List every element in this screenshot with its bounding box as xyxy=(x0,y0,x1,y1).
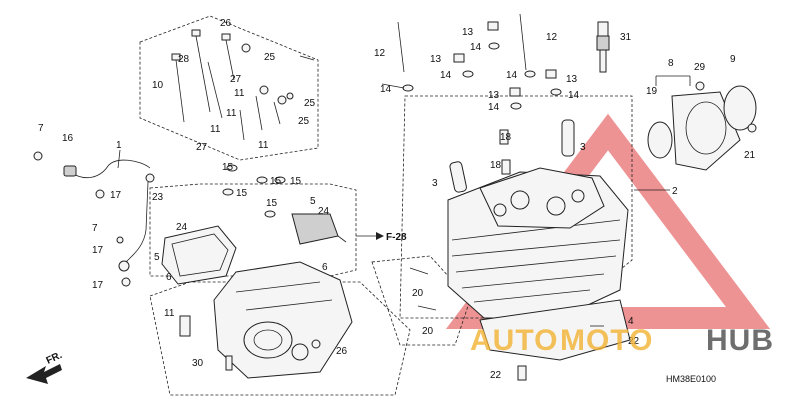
f28-arrow xyxy=(356,232,384,240)
label-15d: 15 xyxy=(236,188,248,199)
label-5a: 5 xyxy=(154,252,160,263)
label-20b: 20 xyxy=(422,326,434,337)
label-13b: 13 xyxy=(430,54,442,65)
label-11c: 11 xyxy=(210,124,221,135)
washers-15 xyxy=(222,164,286,218)
cylinder-head-cover xyxy=(161,213,347,285)
label-19: 19 xyxy=(646,86,658,97)
label-6b: 6 xyxy=(322,262,328,273)
dowel-group-box xyxy=(371,255,471,346)
callout-labels: 7 16 1 17 23 7 17 17 24 5 6 10 28 26 25 … xyxy=(38,18,756,381)
label-28: 28 xyxy=(178,54,190,65)
label-6a: 6 xyxy=(166,272,172,283)
label-2: 2 xyxy=(672,186,678,197)
label-11e: 11 xyxy=(164,308,175,319)
spark-plug xyxy=(596,21,610,73)
label-13a: 13 xyxy=(462,27,474,38)
svg-text:AUTO: AUTO xyxy=(470,324,558,357)
studs-12 xyxy=(397,13,536,92)
label-7a: 7 xyxy=(38,123,44,134)
label-13c: 13 xyxy=(566,74,578,85)
label-25b: 25 xyxy=(304,98,316,109)
label-17c: 17 xyxy=(92,280,104,291)
intake-pipe xyxy=(647,81,757,171)
label-7b: 7 xyxy=(92,223,98,234)
label-27a: 27 xyxy=(230,74,242,85)
long-bolts xyxy=(171,29,294,141)
label-26a: 26 xyxy=(220,18,232,29)
watermark-text: AUTO MOTO HUB xyxy=(470,324,774,357)
label-5b: 5 xyxy=(310,196,316,207)
label-21: 21 xyxy=(744,150,756,161)
label-17b: 17 xyxy=(92,245,104,256)
label-11a: 11 xyxy=(234,88,245,99)
pin-22 xyxy=(517,365,527,381)
breather-tube xyxy=(33,151,155,287)
label-14d: 14 xyxy=(506,70,518,81)
label-23: 23 xyxy=(152,192,164,203)
label-14b: 14 xyxy=(470,42,482,53)
cylinder-head xyxy=(447,167,631,361)
label-4: 4 xyxy=(628,316,634,327)
label-25a: 25 xyxy=(264,52,276,63)
label-20a: 20 xyxy=(412,288,424,299)
label-14e: 14 xyxy=(568,90,580,101)
front-arrow xyxy=(26,364,62,384)
svg-text:MOTO: MOTO xyxy=(560,324,653,357)
bolt-group-box xyxy=(139,15,319,161)
label-22b: 22 xyxy=(490,370,502,381)
label-16: 16 xyxy=(62,133,74,144)
label-22a: 22 xyxy=(628,336,640,347)
label-15a: 15 xyxy=(222,162,234,173)
label-14f: 14 xyxy=(488,102,500,113)
label-30: 30 xyxy=(192,358,204,369)
label-1: 1 xyxy=(116,140,122,151)
label-26b: 26 xyxy=(336,346,348,357)
leader-lines xyxy=(117,55,691,327)
guide-pins xyxy=(409,119,575,311)
label-15b: 15 xyxy=(270,176,282,187)
label-15e: 15 xyxy=(266,198,278,209)
cover-group-box xyxy=(149,183,357,277)
label-12a: 12 xyxy=(374,48,386,59)
label-14c: 14 xyxy=(440,70,452,81)
label-9: 9 xyxy=(730,54,736,65)
label-18a: 18 xyxy=(500,132,512,143)
label-25c: 25 xyxy=(298,116,310,127)
label-3b: 3 xyxy=(432,178,438,189)
label-31: 31 xyxy=(620,32,632,43)
label-18b: 18 xyxy=(490,160,502,171)
label-27b: 27 xyxy=(196,142,208,153)
label-14a: 14 xyxy=(380,84,392,95)
label-3a: 3 xyxy=(580,142,586,153)
label-29: 29 xyxy=(694,62,706,73)
nuts-13-14 xyxy=(453,21,562,110)
diagram-code: HM38E0100 xyxy=(666,374,716,384)
label-17a: 17 xyxy=(110,190,122,201)
lower-head-casting xyxy=(179,261,353,379)
label-15c: 15 xyxy=(290,176,302,187)
label-12b: 12 xyxy=(546,32,558,43)
label-11b: 11 xyxy=(226,108,237,119)
label-24b: 24 xyxy=(318,206,330,217)
ref-f28: F-28 xyxy=(386,232,407,243)
label-24a: 24 xyxy=(176,222,188,233)
label-8: 8 xyxy=(668,58,674,69)
front-mark: FR. xyxy=(45,350,64,367)
label-10: 10 xyxy=(152,80,164,91)
label-11d: 11 xyxy=(258,140,269,151)
svg-text:HUB: HUB xyxy=(706,324,774,357)
label-13d: 13 xyxy=(488,90,500,101)
